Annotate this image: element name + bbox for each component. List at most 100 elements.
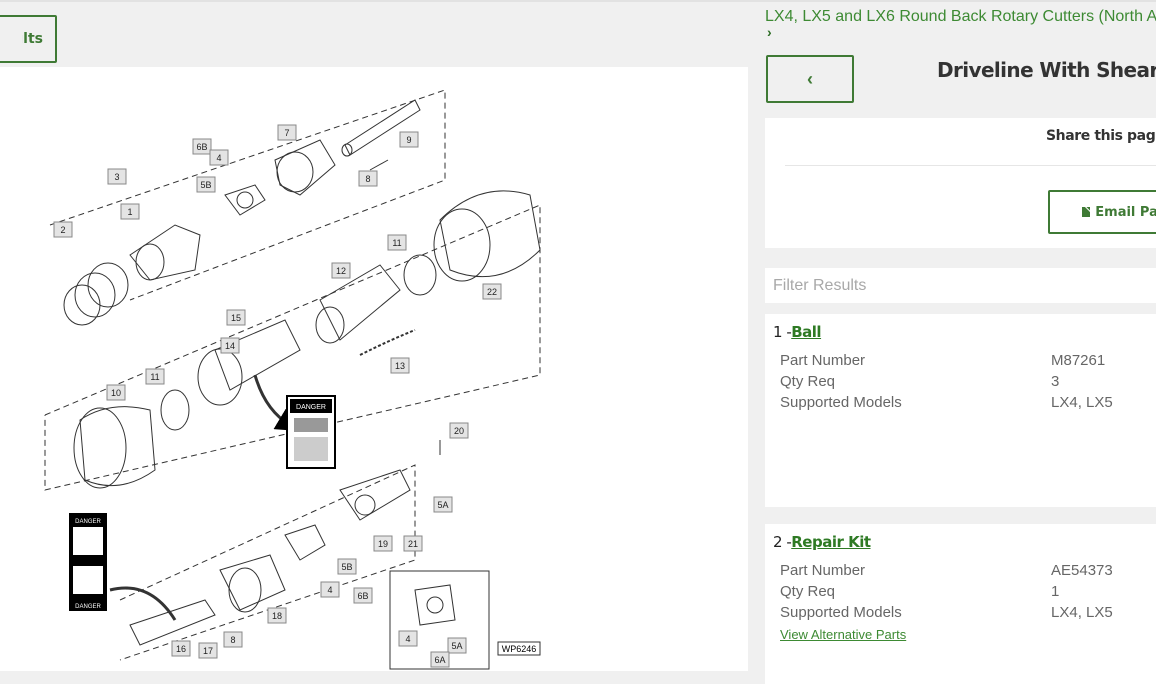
share-label: Share this page — [1046, 128, 1156, 144]
models-label: Supported Models — [780, 394, 902, 411]
qty-value: 3 — [1051, 373, 1060, 390]
part-card: 1 -Ball Part Number M87261 Qty Req 3 Sup… — [765, 314, 1156, 507]
models-value: LX4, LX5 — [1051, 604, 1113, 621]
callout-label[interactable]: 22 — [482, 283, 502, 300]
callout-label[interactable]: 1 — [120, 203, 140, 220]
callout-label[interactable]: 15 — [226, 309, 246, 326]
qty-label: Qty Req — [780, 373, 836, 390]
part-heading: 2 -Repair Kit — [773, 533, 871, 551]
part-card: 2 -Repair Kit Part Number AE54373 Qty Re… — [765, 524, 1156, 684]
callout-label[interactable]: 5A — [447, 637, 467, 654]
callout-label[interactable]: 16 — [171, 640, 191, 657]
part-number-value: M87261 — [1051, 352, 1106, 369]
callout-label[interactable]: 4 — [320, 581, 340, 598]
dashed-region-middle — [44, 204, 541, 491]
part-number-label: Part Number — [780, 352, 866, 369]
models-label: Supported Models — [780, 604, 902, 621]
breadcrumb-chevron-icon: › — [767, 24, 772, 40]
callout-label[interactable]: 20 — [449, 422, 469, 439]
page-title: Driveline With Shear Bolt — [937, 58, 1156, 82]
svg-text:6A: 6A — [434, 655, 445, 665]
callout-label[interactable]: 6A — [430, 651, 450, 668]
svg-text:14: 14 — [225, 341, 235, 351]
callout-label[interactable]: 8 — [358, 170, 378, 187]
callout-label[interactable]: 3 — [107, 168, 127, 185]
callout-label[interactable]: 13 — [390, 357, 410, 374]
exploded-view-drawing: DANGER DANGER DANGER 3126B45B79811122215… — [44, 89, 541, 670]
svg-text:19: 19 — [378, 539, 388, 549]
svg-text:1: 1 — [127, 207, 132, 217]
callout-label[interactable]: 18 — [267, 607, 287, 624]
callout-label[interactable]: 12 — [331, 262, 351, 279]
callout-label[interactable]: 6B — [192, 138, 212, 155]
svg-text:5A: 5A — [437, 500, 448, 510]
svg-text:DANGER: DANGER — [296, 404, 326, 411]
svg-text:6B: 6B — [196, 142, 207, 152]
callout-label[interactable]: 7 — [277, 124, 297, 141]
svg-text:6B: 6B — [357, 591, 368, 601]
part-heading: 1 -Ball — [773, 323, 822, 341]
svg-text:18: 18 — [272, 611, 282, 621]
svg-text:5B: 5B — [341, 562, 352, 572]
callout-label[interactable]: 5B — [196, 176, 216, 193]
part-number-label: Part Number — [780, 562, 866, 579]
svg-text:11: 11 — [150, 372, 159, 382]
svg-text:13: 13 — [395, 361, 405, 371]
part-name-link[interactable]: Repair Kit — [791, 533, 871, 551]
svg-text:21: 21 — [408, 539, 418, 549]
qty-label: Qty Req — [780, 583, 836, 600]
envelope-icon — [1082, 207, 1091, 217]
email-page-button[interactable]: Email Page — [1048, 190, 1156, 234]
diagram-code: WP6246 — [502, 644, 537, 654]
svg-text:12: 12 — [336, 266, 346, 276]
callout-label[interactable]: 21 — [403, 535, 423, 552]
svg-text:7: 7 — [284, 128, 289, 138]
callout-label[interactable]: 17 — [198, 642, 218, 659]
part-name-link[interactable]: Ball — [791, 323, 822, 341]
svg-text:3: 3 — [114, 172, 119, 182]
svg-text:8: 8 — [365, 174, 370, 184]
callout-label[interactable]: 8 — [223, 631, 243, 648]
svg-text:DANGER: DANGER — [75, 604, 101, 610]
callout-label[interactable]: 2 — [53, 221, 73, 238]
callout-label[interactable]: 14 — [220, 337, 240, 354]
filter-results-input[interactable] — [765, 268, 1156, 303]
callout-label[interactable]: 5A — [433, 496, 453, 513]
callout-label[interactable]: 5B — [337, 558, 357, 575]
part-number-value: AE54373 — [1051, 562, 1113, 579]
back-to-results-button[interactable]: Results — [0, 15, 57, 63]
top-divider — [0, 0, 1156, 2]
callout-label[interactable]: 11 — [145, 368, 165, 385]
svg-text:4: 4 — [405, 634, 410, 644]
svg-text:8: 8 — [230, 635, 235, 645]
svg-text:16: 16 — [176, 644, 186, 654]
svg-text:4: 4 — [327, 585, 332, 595]
svg-text:11: 11 — [392, 238, 401, 248]
callout-label[interactable]: 11 — [387, 234, 407, 251]
callout-label[interactable]: 9 — [399, 131, 419, 148]
svg-text:15: 15 — [231, 313, 241, 323]
back-button[interactable]: ‹ — [766, 55, 854, 103]
dashed-region-lower — [119, 464, 416, 661]
callout-label[interactable]: 4 — [398, 630, 418, 647]
view-alternative-parts-link[interactable]: View Alternative Parts — [780, 627, 907, 642]
callout-label[interactable]: 6B — [353, 587, 373, 604]
qty-value: 1 — [1051, 583, 1060, 600]
svg-text:10: 10 — [111, 388, 121, 398]
callout-label[interactable]: 4 — [209, 149, 229, 166]
dashed-region-upper — [49, 89, 446, 301]
inset-box — [389, 570, 490, 670]
callout-label[interactable]: 19 — [373, 535, 393, 552]
svg-text:9: 9 — [406, 135, 411, 145]
divider — [785, 165, 1156, 166]
chevron-left-icon: ‹ — [807, 68, 813, 89]
callout-label[interactable]: 10 — [106, 384, 126, 401]
svg-text:5B: 5B — [200, 180, 211, 190]
svg-text:20: 20 — [454, 426, 464, 436]
svg-text:22: 22 — [487, 287, 497, 297]
svg-text:5A: 5A — [451, 641, 462, 651]
breadcrumb-link[interactable]: LX4, LX5 and LX6 Round Back Rotary Cutte… — [765, 8, 1156, 25]
danger-decal-icon: DANGER DANGER — [69, 513, 107, 611]
danger-decal-icon: DANGER — [286, 395, 336, 469]
